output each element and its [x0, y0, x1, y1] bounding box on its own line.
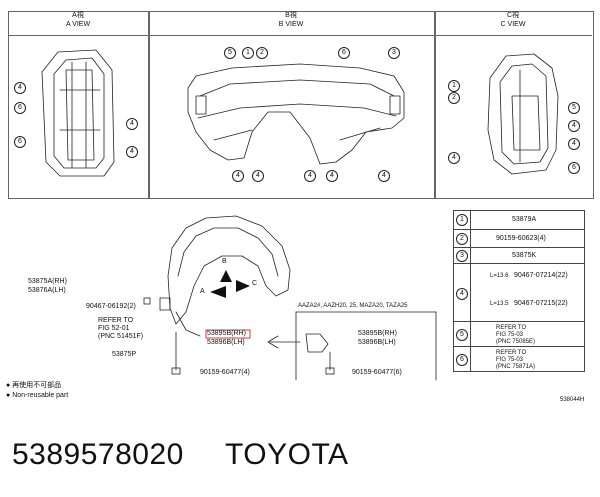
- label-53895b-main: 53895B(RH): [207, 330, 246, 337]
- view-b-title-cn: B視: [285, 12, 297, 19]
- label-53875a: 53875A(RH): [28, 278, 67, 285]
- view-a-title-cn: A視: [72, 12, 84, 19]
- legend-row-no: 1: [454, 211, 471, 229]
- callout-c-1: 1: [448, 80, 460, 92]
- legend-dim-1: L=13.6: [490, 273, 509, 279]
- view-b-head: B視 B VIEW: [148, 11, 434, 36]
- callout-c-7: 6: [568, 162, 580, 174]
- view-c-head: C視 C VIEW: [434, 11, 592, 36]
- legend-table: 1 53879A 2 90159-60623(4) 3 53875K 4 L=1…: [453, 210, 585, 372]
- label-53895b-right: 53895B(RH): [358, 330, 397, 337]
- footnote-cn: ● 再使用不可部品: [6, 382, 62, 389]
- brand-name: TOYOTA: [225, 438, 349, 471]
- callout-b-bot-1: 4: [232, 170, 244, 182]
- legend-row-no: 4: [454, 264, 471, 322]
- footnote-en: ● Non-reusable part: [6, 392, 69, 399]
- view-b-title-en: B VIEW: [278, 21, 304, 28]
- label-pnc-51451f: (PNC 51451F): [98, 333, 144, 340]
- legend-row-text: 90467-07214(22): [514, 272, 568, 279]
- label-refer-to-1: REFER TO: [98, 317, 134, 324]
- callout-b-top-1: 5: [224, 47, 236, 59]
- page-title: 5389578020 TOYOTA: [12, 438, 349, 472]
- callout-b-top-2: 1: [242, 47, 254, 59]
- c-view-liner-drawing: [487, 53, 559, 175]
- label-90467-06192: 90467-06192(2): [86, 303, 136, 310]
- label-90159-60477-6: 90159-60477(6): [352, 369, 402, 376]
- callout-c-2: 2: [448, 92, 460, 104]
- legend-row-1: 1 53879A: [454, 211, 584, 229]
- arrow-a-shape: [210, 286, 226, 298]
- part-number: 5389578020: [12, 438, 184, 471]
- legend-dim-2: L=13.5: [490, 301, 509, 307]
- view-c-title-en: C VIEW: [500, 21, 526, 28]
- callout-a-3: 6: [14, 136, 26, 148]
- legend-row-no: 6: [454, 347, 471, 372]
- drawing-code: 538044H: [560, 397, 585, 403]
- callout-c-3: 4: [448, 152, 460, 164]
- legend-row-no: 2: [454, 230, 471, 248]
- callout-a-2: 6: [14, 102, 26, 114]
- legend-row-text: 53879A: [512, 216, 537, 223]
- highlight-box: [205, 329, 251, 339]
- view-b-frame: [148, 11, 436, 199]
- label-53896b-right: 53896B(LH): [358, 339, 396, 346]
- legend-row-text: 53875K: [512, 252, 537, 259]
- callout-a-4: 4: [126, 118, 138, 130]
- label-fig-52-01: FIG 52-01: [98, 325, 130, 332]
- arrow-c-shape: [236, 280, 250, 292]
- callout-b-top-4: 6: [338, 47, 350, 59]
- callout-b-bot-4: 4: [326, 170, 338, 182]
- callout-a-5: 4: [126, 146, 138, 158]
- view-a-frame: [8, 11, 150, 199]
- legend-row-text: REFER TO: [496, 325, 527, 331]
- arrow-b-label: B: [222, 258, 227, 265]
- legend-row-3: 3 53875K: [454, 247, 584, 264]
- legend-row-text: 90159-60623(4): [496, 235, 546, 242]
- legend-row-no: 5: [454, 322, 471, 347]
- label-model-list: AAZA2#, AAZH20, 25, MAZA20, TAZA25: [298, 303, 408, 309]
- arrow-c-label: C: [252, 280, 258, 287]
- legend-row-text-2: FIG 75-03: [496, 332, 524, 338]
- non-reusable-dot-icon: ●: [6, 392, 11, 399]
- legend-row-5: 5 REFER TO FIG 75-03 (PNC 75085E): [454, 321, 584, 347]
- view-c-title-cn: C視: [506, 12, 520, 19]
- a-view-liner-drawing: [41, 49, 115, 177]
- label-53875p: 53875P: [112, 351, 137, 358]
- view-c-frame: [434, 11, 594, 199]
- arrow-b-shape: [220, 270, 232, 282]
- label-53876a: 53876A(LH): [28, 287, 66, 294]
- arrow-a-label: A: [200, 288, 205, 295]
- label-53896b-main: 53896B(LH): [207, 339, 245, 346]
- legend-row-6: 6 REFER TO FIG 75-03 (PNC 75871A): [454, 346, 584, 372]
- callout-b-bot-2: 4: [252, 170, 264, 182]
- legend-row-no: 3: [454, 248, 471, 264]
- legend-row-text-3: (PNC 75085E): [496, 339, 536, 345]
- legend-row-text-2: 90467-07215(22): [514, 300, 568, 307]
- callout-c-6: 4: [568, 138, 580, 150]
- callout-c-5: 4: [568, 120, 580, 132]
- non-reusable-dot-icon: ●: [6, 382, 11, 389]
- label-90159-60477-4: 90159-60477(4): [200, 369, 250, 376]
- legend-row-text-2: FIG 75-03: [496, 357, 524, 363]
- callout-a-1: 4: [14, 82, 26, 94]
- legend-row-2: 2 90159-60623(4): [454, 229, 584, 248]
- callout-c-4: 5: [568, 102, 580, 114]
- b-view-liner-drawing: [187, 63, 405, 165]
- bracket-drawing: [295, 311, 437, 381]
- main-liner-drawing: [159, 215, 291, 337]
- view-a-title-en: A VIEW: [65, 21, 91, 28]
- callout-b-bot-5: 4: [378, 170, 390, 182]
- legend-row-4: 4 L=13.6 90467-07214(22) L=13.5 90467-07…: [454, 263, 584, 322]
- callout-b-top-5: 3: [388, 47, 400, 59]
- callout-b-top-3: 2: [256, 47, 268, 59]
- big-arrow-left: [267, 335, 301, 349]
- legend-row-text: REFER TO: [496, 350, 527, 356]
- legend-row-text-3: (PNC 75871A): [496, 364, 536, 370]
- callout-b-bot-3: 4: [304, 170, 316, 182]
- view-a-head: A視 A VIEW: [8, 11, 148, 36]
